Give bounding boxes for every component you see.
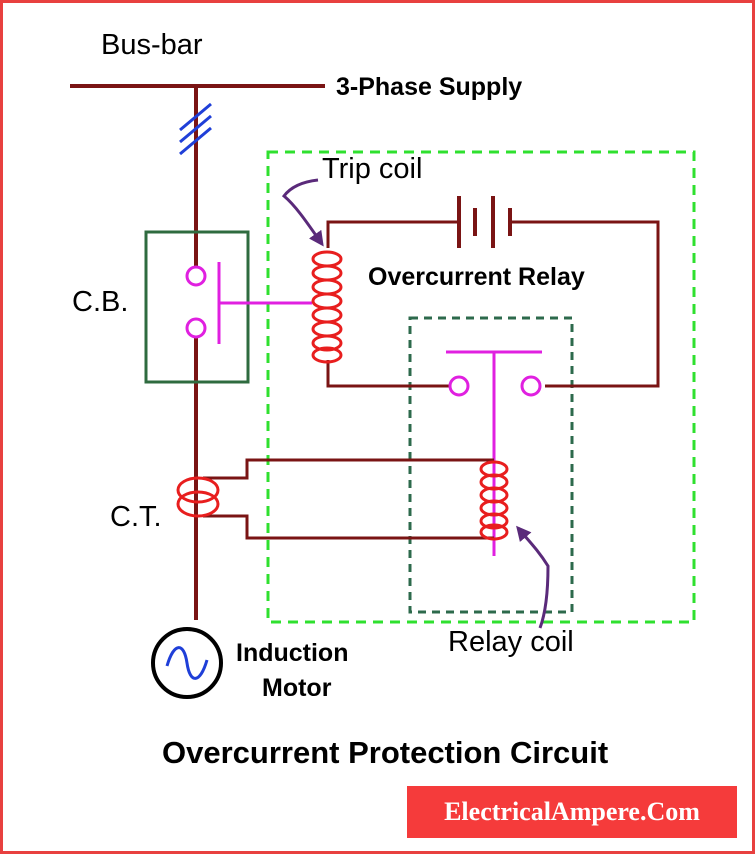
- trip-circuit-top-wire: [326, 220, 459, 248]
- cb-box: [144, 230, 250, 384]
- relay-coil-pointer: [516, 525, 550, 629]
- cb-contact-bottom: [185, 317, 207, 339]
- trip-coil: [311, 250, 343, 364]
- motor-label-line1: Induction: [236, 639, 349, 667]
- battery-symbol: [457, 196, 512, 248]
- ct-secondary-top: [203, 458, 494, 480]
- relay-contact-right: [520, 375, 542, 397]
- ct-label: C.T.: [110, 501, 162, 533]
- diagram-title: Overcurrent Protection Circuit: [162, 735, 609, 770]
- three-phase-mark: [179, 102, 212, 156]
- sine-wave-icon: [165, 646, 209, 680]
- relay-inner-box: [408, 316, 574, 614]
- trip-coil-label: Trip coil: [322, 153, 423, 185]
- ct-secondary-bottom: [203, 514, 494, 540]
- relay-label: Overcurrent Relay: [368, 263, 585, 291]
- trip-coil-pointer: [281, 178, 324, 247]
- supply-label: 3-Phase Supply: [336, 73, 523, 101]
- motor-label-line2: Motor: [262, 674, 332, 702]
- watermark-badge: ElectricalAmpere.Com: [407, 786, 737, 838]
- busbar-label: Bus-bar: [101, 29, 203, 61]
- trip-circuit-bottom-wire: [326, 360, 450, 388]
- trip-circuit-right-wire: [510, 220, 660, 388]
- cb-label: C.B.: [72, 286, 129, 318]
- cb-contact-top: [185, 265, 207, 287]
- relay-zone-box: [266, 150, 696, 624]
- relay-contact-left: [448, 375, 470, 397]
- relay-coil-label: Relay coil: [448, 626, 574, 658]
- relay-coil: [479, 460, 509, 541]
- current-transformer: [176, 476, 220, 518]
